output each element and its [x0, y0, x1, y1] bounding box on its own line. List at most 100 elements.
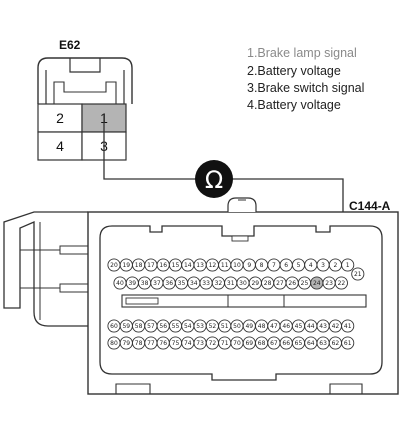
c144a-shroud	[99, 225, 383, 381]
c144a-pin-label: 60	[110, 323, 118, 330]
c144a-pin-label: 64	[307, 340, 315, 347]
c144a-pin-46: 46	[279, 319, 293, 333]
c144a-pin-13: 13	[193, 258, 207, 272]
c144a-pin-5: 5	[291, 258, 306, 272]
e62-pin-2-label: 2	[56, 110, 64, 126]
c144a-pin-73: 73	[193, 336, 207, 350]
c144a-pin-label: 70	[233, 340, 241, 347]
c144a-pin-18: 18	[132, 258, 146, 272]
c144a-pin-label: 25	[301, 280, 309, 287]
c144a-pin-label: 26	[288, 280, 296, 287]
c144a-pin-65: 65	[291, 336, 306, 350]
e62-cell-2	[37, 103, 83, 133]
c144a-pin-8: 8	[255, 258, 269, 272]
c144a-pin-label: 55	[172, 323, 180, 330]
c144a-pin-26: 26	[285, 276, 299, 290]
c144a-pin-label: 54	[184, 323, 192, 330]
c144a-pin-label: 53	[196, 323, 204, 330]
c144a-pin-label: 47	[270, 323, 278, 330]
c144a-pin-circle	[341, 319, 355, 333]
c144a-pin-circle	[341, 258, 355, 272]
c144a-pin-6: 6	[279, 258, 293, 272]
c144a-pin-14: 14	[181, 258, 195, 272]
c144a-pin-label: 57	[147, 323, 155, 330]
c144a-pin-38: 38	[138, 276, 152, 290]
c144a-pin-23: 23	[322, 276, 336, 290]
c144a-pin-circle	[341, 336, 355, 350]
c144a-pin-43: 43	[316, 319, 330, 333]
c144a-pin-label: 8	[260, 262, 264, 269]
c144a-pin-label: 52	[209, 323, 217, 330]
c144a-pin-label: 30	[239, 280, 247, 287]
c144a-pin-32: 32	[211, 276, 225, 290]
c144a-pin-label: 42	[332, 323, 340, 330]
c144a-pin-77: 77	[144, 336, 158, 350]
c144a-pin-79: 79	[119, 336, 133, 350]
connector-e62: E62 2 1 4 3	[37, 38, 133, 161]
c144a-pin-label: 39	[128, 280, 136, 287]
c144a-top-tab	[227, 197, 257, 212]
c144a-pin-label: 31	[227, 280, 235, 287]
c144a-pin-44: 44	[304, 319, 318, 333]
c144a-pin-label: 67	[270, 340, 278, 347]
c144a-pin-label: 36	[165, 280, 173, 287]
c144a-pin-33: 33	[199, 276, 213, 290]
c144a-slot-bar	[121, 294, 367, 308]
c144a-pin-34: 34	[187, 276, 201, 290]
c144a-pin-35: 35	[174, 276, 189, 290]
ohm-symbol: Ω	[205, 166, 223, 194]
c144a-pin-12: 12	[205, 258, 219, 272]
c144a-pin-29: 29	[248, 276, 262, 290]
c144a-pin-label: 32	[215, 280, 223, 287]
c144a-pin-25: 25	[297, 276, 312, 290]
c144a-lever	[3, 211, 88, 327]
c144a-pin-label: 80	[110, 340, 118, 347]
c144a-pin-label: 2	[333, 262, 337, 269]
pin-legend: 1.Brake lamp signal 2.Battery voltage 3.…	[247, 46, 364, 112]
e62-cell-4	[37, 131, 83, 161]
c144a-pin-59: 59	[119, 319, 133, 333]
c144a-pin-63: 63	[316, 336, 330, 350]
c144a-pin-40: 40	[113, 276, 127, 290]
c144a-pin-label: 59	[122, 323, 130, 330]
c144a-pin-45: 45	[291, 319, 306, 333]
c144a-pin-label: 17	[147, 262, 155, 269]
c144a-pin-24: 24	[310, 276, 324, 290]
c144a-pin-label: 3	[321, 262, 325, 269]
c144a-pin-label: 23	[325, 280, 333, 287]
c144a-pin-label: 76	[159, 340, 167, 347]
c144a-pin-7: 7	[267, 258, 281, 272]
c144a-pin-label: 44	[307, 323, 315, 330]
c144a-pin-label: 19	[122, 262, 130, 269]
c144a-pin-label: 18	[135, 262, 143, 269]
c144a-pin-60: 60	[107, 319, 121, 333]
c144a-pin-51: 51	[218, 319, 232, 333]
c144a-pin-label: 65	[295, 340, 303, 347]
c144a-pin-1: 1	[341, 258, 355, 272]
c144a-pin-label: 14	[184, 262, 192, 269]
c144a-pin-49: 49	[242, 319, 256, 333]
c144a-pin-label: 61	[344, 340, 352, 347]
c144a-pin-label: 45	[295, 323, 303, 330]
c144a-pin-69: 69	[242, 336, 256, 350]
c144a-pin-15: 15	[168, 258, 183, 272]
c144a-pin-47: 47	[267, 319, 281, 333]
c144a-pin-76: 76	[156, 336, 170, 350]
connector-e62-housing	[37, 57, 133, 104]
c144a-pin-label: 77	[147, 340, 155, 347]
c144a-pin-label: 63	[319, 340, 327, 347]
c144a-pin-label: 22	[338, 280, 346, 287]
c144a-pin-label: 51	[221, 323, 229, 330]
c144a-pin-label: 78	[135, 340, 143, 347]
c144a-pin-label: 79	[122, 340, 130, 347]
legend-item-3: 3.Brake switch signal	[247, 81, 364, 95]
c144a-pin-label: 11	[221, 262, 229, 269]
c144a-pin-label: 15	[172, 262, 180, 269]
c144a-pin-58: 58	[132, 319, 146, 333]
c144a-pin-11: 11	[218, 258, 232, 272]
c144a-pin-72: 72	[205, 336, 219, 350]
c144a-pin-label: 28	[264, 280, 272, 287]
c144a-pin-label: 9	[247, 262, 251, 269]
legend-item-2: 2.Battery voltage	[247, 64, 341, 78]
